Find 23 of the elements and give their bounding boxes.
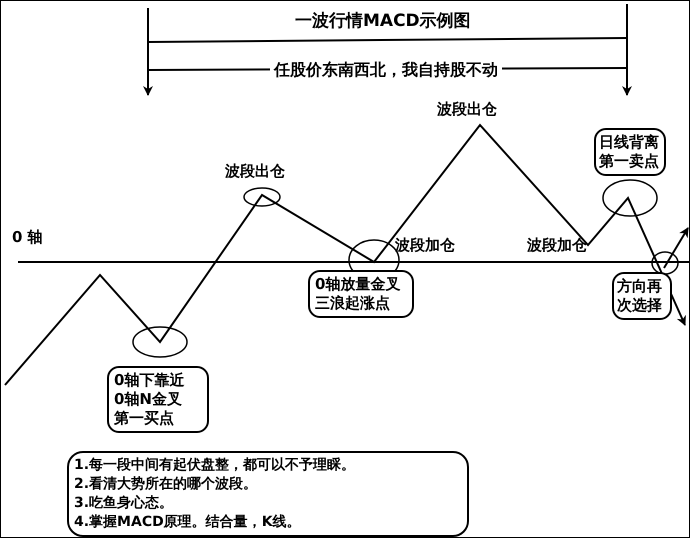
note-text: 三浪起涨点: [315, 294, 391, 313]
note-box: [107, 366, 209, 433]
note-text: 3.吃鱼身心态。: [74, 494, 174, 513]
note-text: 0轴下靠近: [114, 371, 186, 390]
note-text: 1.每一段中间有起伏盘整，都可以不予理睬。: [74, 456, 356, 475]
annotation-text: 波段出仓: [225, 162, 285, 181]
note-text: 方向再次选择: [617, 277, 663, 315]
annotation-text: 波段出仓: [437, 100, 497, 119]
annotation-text: 波段加仓: [527, 236, 587, 255]
note-text: 4.掌握MACD原理。结合量，K线。: [74, 513, 302, 532]
note-text: 第一买点: [114, 409, 175, 428]
note-text: 2.看清大势所在的哪个波段。: [74, 475, 258, 494]
note-text: 日线背离: [599, 133, 660, 152]
note-box: [594, 128, 666, 176]
note-box: [612, 272, 672, 320]
note-box: [308, 270, 414, 318]
note-text: 0轴放量金叉: [315, 275, 402, 294]
annotation-text: 波段加仓: [395, 236, 455, 255]
diagram-title: 一波行情MACD示例图: [295, 10, 471, 32]
note-text: 0轴N金叉: [114, 390, 183, 409]
axis-label: 0 轴: [12, 228, 43, 247]
note-text: 第一卖点: [599, 152, 660, 171]
note-box: [67, 451, 469, 537]
